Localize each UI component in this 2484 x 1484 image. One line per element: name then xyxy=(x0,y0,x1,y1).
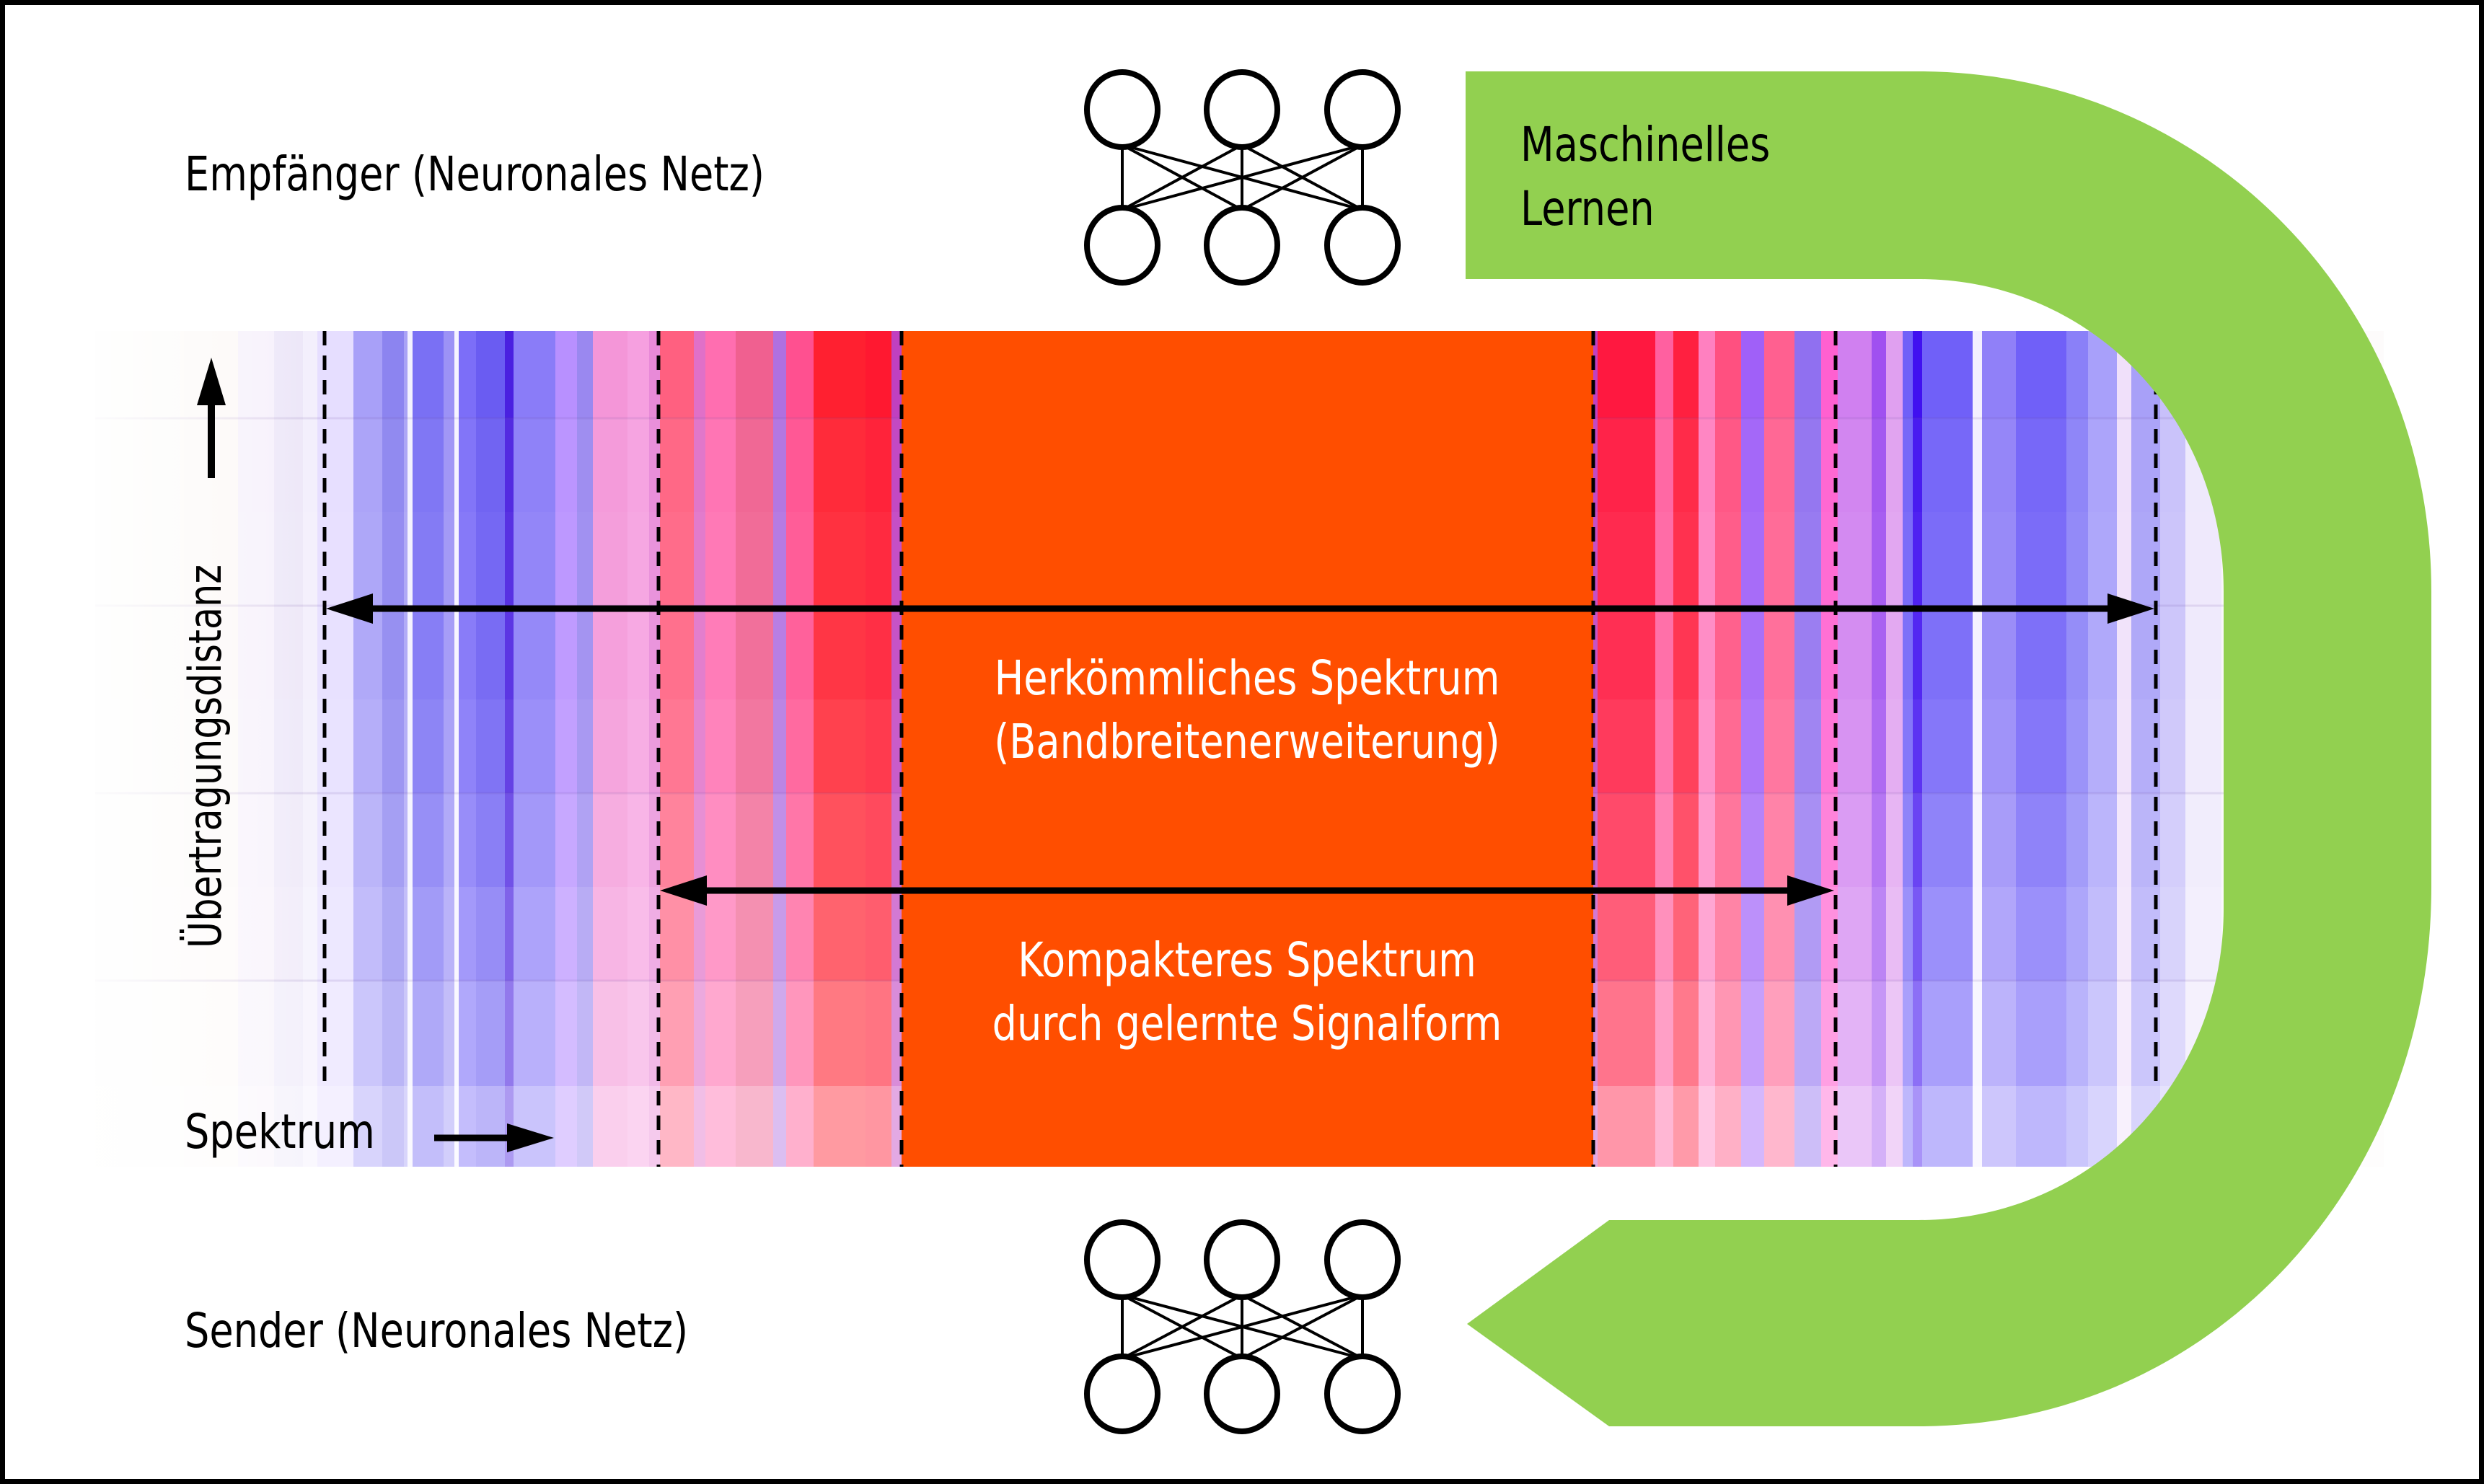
spectrum-stripe xyxy=(866,331,892,1167)
spectrum-stripe xyxy=(1673,331,1699,1167)
arrow-left-icon xyxy=(660,875,707,906)
neuron-node xyxy=(1204,1353,1280,1434)
spectrum-stripe xyxy=(454,331,459,1167)
spectrum-stripe xyxy=(476,331,506,1167)
spectrum-stripe xyxy=(705,331,736,1167)
spectrum-stripe xyxy=(1872,331,1887,1167)
spectrum-stripe xyxy=(1598,331,1656,1167)
connection-line xyxy=(1122,143,1243,211)
neuron-node xyxy=(1204,205,1280,286)
arrow-right-icon xyxy=(434,1123,554,1152)
arrow-right-icon xyxy=(2108,593,2154,624)
sender-label: Sender (Neuronales Netz) xyxy=(185,1303,689,1359)
neuron-node xyxy=(1324,1219,1401,1300)
conventional-bandwidth-arrow xyxy=(326,593,2154,624)
spectrum-stripe xyxy=(1655,331,1674,1167)
spectrum-stripe xyxy=(577,331,594,1167)
spectrum-stripe xyxy=(773,331,787,1167)
conventional-spectrum-label-line2: (Bandbreitenerweiterung) xyxy=(994,714,1500,769)
machine-learning-label-line2: Lernen xyxy=(1520,181,1655,237)
bandwidth-guides xyxy=(322,331,2158,1167)
spectrum-stripe xyxy=(891,331,902,1167)
spectrum-stripe xyxy=(2066,331,2089,1167)
compact-spectrum-label-line2: durch gelernte Signalform xyxy=(992,996,1502,1051)
spectrum-stripe xyxy=(1922,331,1973,1167)
spectrum-stripe xyxy=(1973,331,1983,1167)
spectrum-stripe xyxy=(1715,331,1742,1167)
neuron-node xyxy=(1084,1219,1160,1300)
spectrum-axis-label: Spektrum xyxy=(185,1104,375,1160)
spectrum-stripe xyxy=(593,331,628,1167)
curved-arrow-icon xyxy=(1466,71,2431,1426)
spectrum-stripe xyxy=(1838,331,1872,1167)
conventional-spectrum-label-line1: Herkömmliches Spektrum xyxy=(994,650,1500,706)
connection-line xyxy=(1122,143,1363,211)
spectrum-stripe xyxy=(1913,331,1923,1167)
sender-neural-network-icon xyxy=(1084,1219,1401,1434)
spectrum-stripe xyxy=(1593,331,1598,1167)
distance-axis-label: Übertragungsdistanz xyxy=(179,564,232,948)
neuron-node xyxy=(1204,1219,1280,1300)
spectrum-stripe xyxy=(1741,331,1765,1167)
spectrum-stripe xyxy=(1699,331,1716,1167)
spectrum-stripe xyxy=(444,331,455,1167)
spectrum-stripe xyxy=(2016,331,2067,1167)
compact-spectrum-label-line1: Kompakteres Spektrum xyxy=(1018,932,1476,988)
neuron-node xyxy=(1084,69,1160,150)
connection-line xyxy=(1122,1294,1363,1360)
spectrum-left-fade xyxy=(95,331,312,1167)
arrow-right-icon xyxy=(1787,875,1834,906)
spectrum-stripe xyxy=(413,331,444,1167)
spectrum-stripe xyxy=(660,331,695,1167)
connection-line xyxy=(1241,143,1363,211)
spectrum-stripe xyxy=(459,331,477,1167)
spectrum-stripe xyxy=(1982,331,2017,1167)
spectrum-stripe xyxy=(514,331,556,1167)
spectrum-stripe xyxy=(555,331,578,1167)
neuron-node xyxy=(1324,1353,1401,1434)
spectrum-stripe xyxy=(2160,331,2186,1167)
spectrum-stripe xyxy=(736,331,774,1167)
spectrum-stripe xyxy=(408,331,413,1167)
machine-learning-label-line1: Maschinelles xyxy=(1520,117,1771,172)
spectrum-stripe xyxy=(1794,331,1822,1167)
arrow-up-icon xyxy=(197,358,226,478)
neuron-node xyxy=(1204,69,1280,150)
receiver-label: Empfänger (Neuronales Netz) xyxy=(185,146,765,202)
spectrum-stripe xyxy=(505,331,514,1167)
connection-line xyxy=(1241,1294,1363,1360)
spectrum-stripe xyxy=(382,331,405,1167)
spectrum-stripe xyxy=(353,331,383,1167)
receiver-neural-network-icon xyxy=(1084,69,1401,286)
spectrum-stripe xyxy=(2088,331,2118,1167)
spectrum-stripe xyxy=(2117,331,2132,1167)
conventional-spectrum-band xyxy=(902,331,1593,1167)
arrow-left-icon xyxy=(326,593,373,624)
spectrum-stripe xyxy=(1903,331,1913,1167)
compact-bandwidth-arrow xyxy=(660,875,1834,906)
spectrum-stripe xyxy=(786,331,814,1167)
neuron-node xyxy=(1324,205,1401,286)
spectrum-stripe xyxy=(627,331,650,1167)
spectrum-stripe xyxy=(694,331,706,1167)
connection-line xyxy=(1122,1294,1243,1360)
neuron-node xyxy=(1084,1353,1160,1434)
neuron-node xyxy=(1324,69,1401,150)
spectrum-stripe xyxy=(404,331,408,1167)
spectrum-stripe xyxy=(814,331,866,1167)
spectrum-stripe xyxy=(1764,331,1795,1167)
neuron-node xyxy=(1084,205,1160,286)
spectrum-stripe xyxy=(1886,331,1903,1167)
